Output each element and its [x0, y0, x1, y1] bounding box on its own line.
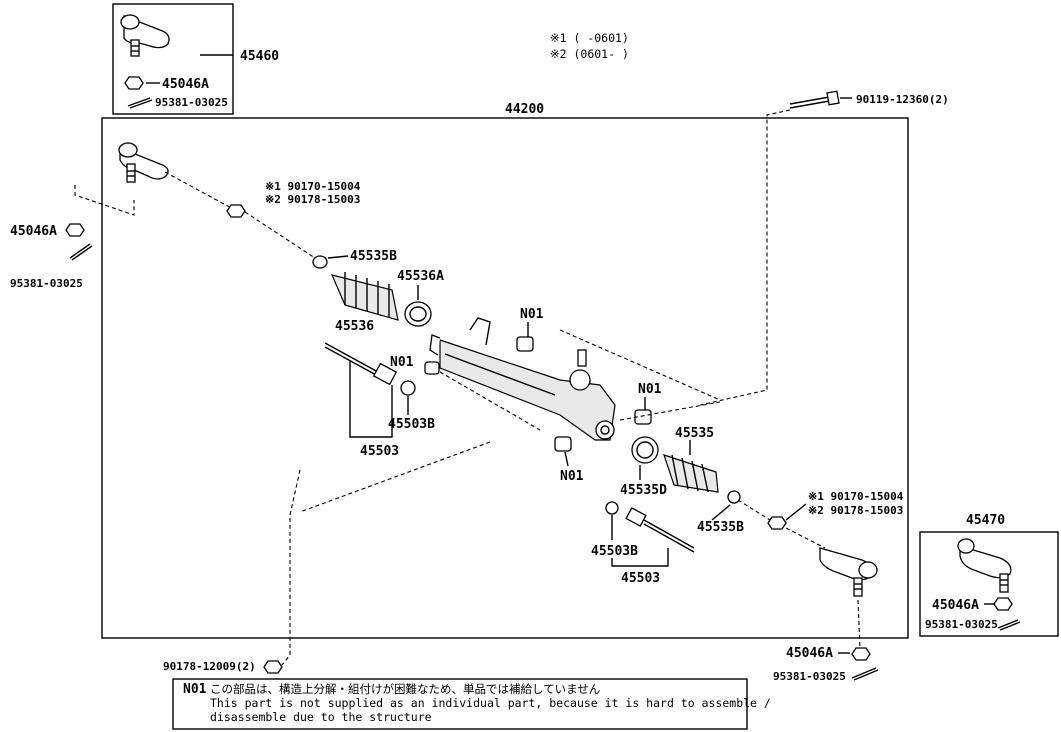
- label-45536: 45536: [335, 319, 374, 334]
- nut-icon: [65, 223, 85, 237]
- label-90119: 90119-12360(2): [856, 93, 949, 106]
- boot-lh-part: [330, 272, 399, 321]
- legend-variant-2: ※2 (0601- ): [550, 47, 629, 61]
- label-45535b-right: 45535B: [697, 520, 744, 535]
- nut-icon: [263, 660, 283, 674]
- label-44200: 44200: [505, 102, 544, 117]
- label-45046a-bottom: 45046A: [786, 646, 833, 661]
- label-45046a-right: 45046A: [932, 598, 979, 613]
- steering-gear-housing: [429, 317, 616, 441]
- nut-icon: [767, 516, 787, 530]
- bushing-icon: [424, 361, 440, 375]
- label-45535: 45535: [675, 426, 714, 441]
- label-45536a: 45536A: [397, 269, 444, 284]
- label-nut-variant2-left: ※2 90178-15003: [265, 193, 360, 206]
- gear-assembly-box: [101, 117, 909, 639]
- legend-variant-1: ※1 ( -0601): [550, 31, 629, 45]
- label-n01-a: N01: [390, 355, 414, 370]
- rack-end-lh-part: [324, 342, 379, 373]
- note-english-line1: This part is not supplied as an individu…: [210, 696, 771, 710]
- nut-icon: [226, 204, 246, 218]
- bushing-icon: [516, 336, 534, 352]
- label-95381-right: 95381-03025: [925, 618, 998, 631]
- note-japanese: この部品は、構造上分解・組付けが困難なため、単品では補給していません: [210, 682, 600, 696]
- label-nut-variant1-left: ※1 90170-15004: [265, 180, 361, 193]
- cotter-pin-icon: [851, 667, 877, 679]
- label-nut-variant2-right: ※2 90178-15003: [808, 504, 903, 517]
- label-45503b-right: 45503B: [591, 544, 638, 559]
- label-45535d: 45535D: [620, 483, 667, 498]
- label-95381-left: 95381-03025: [10, 277, 83, 290]
- label-45535b-left: 45535B: [350, 249, 397, 264]
- label-45470: 45470: [966, 513, 1005, 528]
- label-45046a-left: 45046A: [10, 224, 57, 239]
- bushing-icon: [554, 436, 572, 452]
- label-45503-left: 45503: [360, 444, 399, 459]
- boot-rh-part: [663, 454, 719, 493]
- note-box: [172, 678, 748, 730]
- label-nut-variant1-right: ※1 90170-15004: [808, 490, 904, 503]
- clip-icon: [312, 255, 328, 269]
- washer-icon: [605, 501, 619, 515]
- label-90178-12009: 90178-12009(2): [163, 660, 256, 673]
- rack-end-rh-part: [625, 507, 647, 527]
- nut-icon: [851, 647, 871, 661]
- nut-icon: [124, 76, 144, 90]
- label-45046a-top: 45046A: [162, 77, 209, 92]
- tie-rod-end-rh-assembly: [819, 547, 878, 597]
- label-n01-b: N01: [520, 307, 544, 322]
- label-n01-c: N01: [638, 382, 662, 397]
- label-n01-d: N01: [560, 469, 584, 484]
- nut-icon: [993, 597, 1013, 611]
- label-45503b-left: 45503B: [388, 417, 435, 432]
- tie-rod-end-rh-box: [919, 531, 1059, 637]
- label-95381-top: 95381-03025: [155, 96, 228, 109]
- clamp-icon: [631, 436, 659, 464]
- label-45460: 45460: [240, 49, 279, 64]
- tie-rod-end-rh-part: [957, 538, 1012, 593]
- tie-rod-end-lh-box: [112, 3, 234, 115]
- label-95381-bottom: 95381-03025: [773, 670, 846, 683]
- washer-icon: [400, 380, 416, 396]
- cotter-pin-icon: [127, 97, 151, 107]
- cotter-pin-icon: [69, 243, 91, 259]
- clamp-icon: [404, 301, 432, 327]
- clip-icon: [727, 490, 741, 504]
- cotter-pin-icon: [997, 619, 1019, 629]
- label-45503-right: 45503: [621, 571, 660, 586]
- tie-rod-end-lh-part: [120, 14, 170, 57]
- note-english-line2: disassemble due to the structure: [210, 710, 432, 724]
- note-code: N01: [183, 682, 207, 697]
- tie-rod-end-lh-assembly: [118, 142, 169, 183]
